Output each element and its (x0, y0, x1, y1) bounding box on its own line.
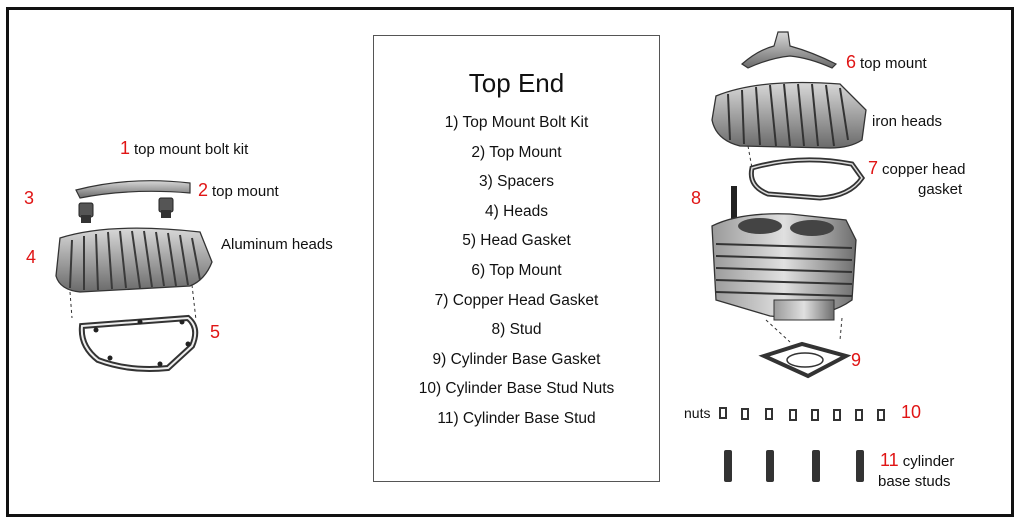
legend-item: 4) Heads (485, 202, 548, 220)
aluminum-head-part (55, 227, 213, 321)
text-cylinder: cylinder (902, 453, 955, 470)
text-copper-head: copper head (882, 161, 966, 178)
legend-item: 3) Spacers (479, 173, 554, 191)
legend-item: 6) Top Mount (471, 261, 562, 279)
callout-9: 9 (851, 350, 862, 370)
legend-item: 1) Top Mount Bolt Kit (444, 114, 589, 131)
callout-8: 8 (691, 188, 702, 208)
base-stud-nuts-part (719, 407, 885, 421)
callout-10: 10 (901, 402, 922, 422)
callout-6: 6 (846, 52, 857, 72)
legend-item: 7) Copper Head Gasket (434, 291, 599, 309)
text-top-mount-bolt-kit: top mount bolt kit (134, 141, 249, 158)
label-aluminum-heads: Aluminum heads (221, 236, 333, 253)
callout-2: 2 (198, 180, 209, 200)
callout-5: 5 (210, 322, 221, 342)
legend-item: 2) Top Mount (471, 143, 562, 161)
callout-4: 4 (26, 247, 37, 267)
callout-7: 7 (868, 158, 879, 178)
legend-item: 8) Stud (491, 321, 542, 339)
text-top-mount-left: top mount (212, 183, 279, 200)
callout-3: 3 (24, 188, 35, 208)
stud-part (731, 186, 737, 220)
legend-item: 5) Head Gasket (462, 232, 571, 250)
iron-head-part (711, 81, 867, 169)
text-base-studs: base studs (878, 473, 951, 490)
cylinder-part (711, 213, 857, 343)
label-nuts: nuts (684, 405, 711, 421)
base-gasket-part (758, 341, 852, 379)
legend-list: 1) Top Mount Bolt Kit 2) Top Mount 3) Sp… (374, 114, 659, 440)
text-gasket: gasket (918, 181, 963, 198)
left-top-mount-part (75, 180, 191, 199)
parts-legend: Top End 1) Top Mount Bolt Kit 2) Top Mou… (373, 35, 660, 482)
legend-item: 11) Cylinder Base Stud (437, 409, 596, 427)
legend-title: Top End (468, 68, 565, 98)
label-iron-heads: iron heads (872, 113, 943, 130)
spacers-part (78, 197, 174, 223)
callout-1: 1 (120, 138, 131, 158)
callout-11: 11 (880, 450, 899, 470)
cylinder-base-studs-part (724, 450, 864, 482)
copper-gasket-part (748, 157, 866, 201)
legend-item: 10) Cylinder Base Stud Nuts (418, 380, 615, 398)
text-top-mount-right: top mount (860, 55, 927, 72)
head-gasket-part (78, 314, 199, 372)
legend-item: 9) Cylinder Base Gasket (432, 350, 601, 368)
right-top-mount-part (741, 31, 838, 69)
